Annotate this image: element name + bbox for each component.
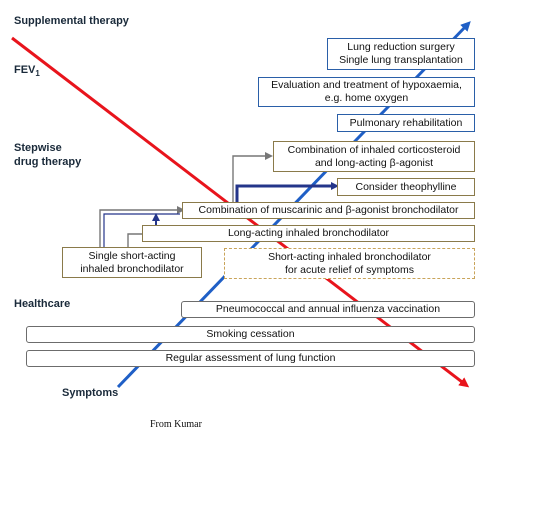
- hypoxaemia-line1: Evaluation and treatment of hypoxaemia,: [271, 79, 462, 91]
- combo-muscarinic-box: Combination of muscarinic and β-agonist …: [182, 202, 475, 219]
- lung-surgery-line1: Lung reduction surgery: [347, 41, 455, 53]
- stepwise-drug-therapy-label: Stepwise drug therapy: [14, 141, 81, 169]
- lung-function-assessment-text: Regular assessment of lung function: [165, 352, 336, 364]
- lung-surgery-box: Lung reduction surgery Single lung trans…: [327, 38, 475, 70]
- healthcare-label: Healthcare: [14, 298, 71, 310]
- hypoxaemia-line2: e.g. home oxygen: [324, 92, 409, 104]
- combo-ics-laba-box: Combination of inhaled corticosteroid an…: [273, 141, 475, 172]
- hypoxaemia-box: Evaluation and treatment of hypoxaemia, …: [258, 77, 475, 107]
- pulmonary-rehab-box: Pulmonary rehabilitation: [337, 114, 475, 132]
- connector-single-to-longacting: [127, 233, 142, 247]
- source-credit: From Kumar: [150, 419, 202, 430]
- short-acting-relief-box: Short-acting inhaled bronchodilator for …: [224, 248, 475, 279]
- smoking-cessation-box: Smoking cessation: [26, 326, 475, 343]
- combo-muscarinic-text: Combination of muscarinic and β-agonist …: [198, 204, 459, 216]
- connector-combo-to-ics: [232, 152, 273, 203]
- stepwise-line2: drug therapy: [14, 156, 82, 168]
- theophylline-box: Consider theophylline: [337, 178, 475, 196]
- single-short-line2: inhaled bronchodilator: [80, 262, 184, 275]
- lung-surgery-line2: Single lung transplantation: [339, 54, 463, 66]
- fev1-label: FEV1: [14, 64, 40, 78]
- smoking-cessation-text: Smoking cessation: [206, 328, 295, 340]
- combo-ics-line2: and long-acting β-agonist: [314, 156, 434, 169]
- vaccination-box: Pneumococcal and annual influenza vaccin…: [181, 301, 475, 318]
- theophylline-text: Consider theophylline: [355, 180, 457, 193]
- single-short-acting-box: Single short-acting inhaled bronchodilat…: [62, 247, 202, 278]
- pulmonary-rehab-text: Pulmonary rehabilitation: [349, 116, 463, 129]
- combo-ics-line1: Combination of inhaled corticosteroid: [287, 143, 461, 156]
- connector-single-to-combo: [99, 206, 185, 247]
- long-acting-box: Long-acting inhaled bronchodilator: [142, 225, 475, 242]
- connector-combo-to-theophylline: [235, 182, 339, 203]
- single-short-line1: Single short-acting: [88, 249, 176, 262]
- stepwise-line1: Stepwise: [14, 142, 62, 154]
- short-acting-line2: for acute relief of symptoms: [285, 263, 414, 276]
- fev1-main: FEV: [14, 64, 36, 76]
- lung-function-assessment-box: Regular assessment of lung function: [26, 350, 475, 367]
- supplemental-therapy-label: Supplemental therapy: [14, 15, 129, 27]
- long-acting-text: Long-acting inhaled bronchodilator: [227, 227, 390, 239]
- vaccination-text: Pneumococcal and annual influenza vaccin…: [215, 303, 441, 315]
- symptoms-label: Symptoms: [62, 387, 119, 399]
- short-acting-line1: Short-acting inhaled bronchodilator: [268, 250, 431, 263]
- fev1-subscript: 1: [35, 69, 40, 79]
